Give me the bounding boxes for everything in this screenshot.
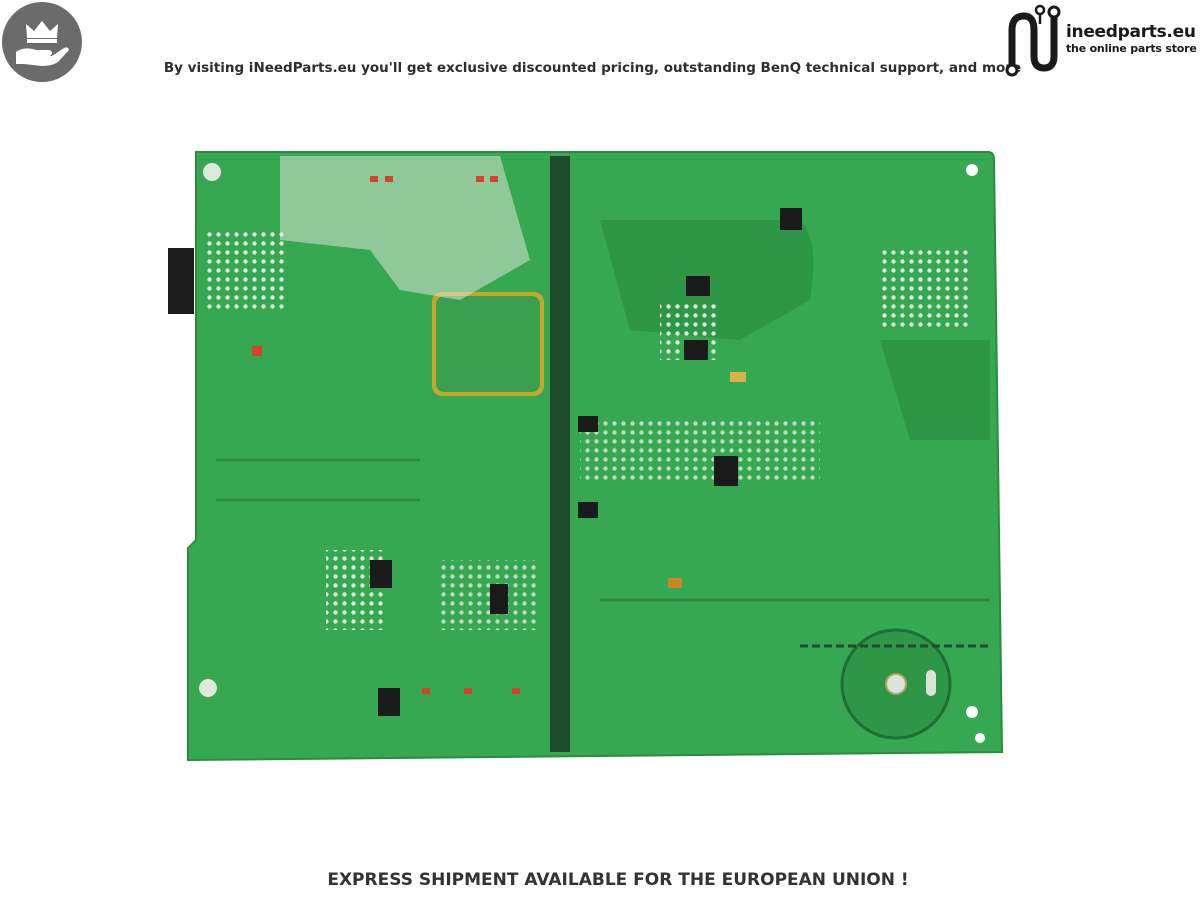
crown-hand-badge (2, 2, 82, 82)
brand-logo[interactable]: ineedparts.eu the online parts store (1000, 2, 1198, 78)
logo-subtitle: the online parts store (1066, 42, 1197, 55)
ic-chip (578, 502, 598, 518)
ic-chip (378, 688, 400, 716)
pad-field-right (880, 250, 970, 330)
copper-pour-top (280, 156, 530, 300)
ic-chip (490, 584, 508, 614)
pad-field-left (204, 232, 284, 312)
ic-chip (686, 276, 710, 296)
logo-name: ineedparts.eu (1066, 22, 1196, 42)
pad-field-center (580, 420, 820, 480)
shipping-notice: EXPRESS SHIPMENT AVAILABLE FOR THE EUROP… (327, 870, 909, 890)
crown-on-hand-icon (16, 21, 69, 66)
ic-chip (780, 208, 802, 230)
n-circuit-logo-icon (1005, 4, 1061, 77)
ic-chip (578, 416, 598, 432)
ic-chip (684, 340, 708, 360)
ic-chip (370, 560, 392, 588)
isolation-slot (550, 156, 570, 752)
board-connector (168, 248, 194, 314)
ic-chip (714, 456, 738, 486)
trace-region-corner (880, 340, 990, 440)
transformer-core (436, 296, 540, 392)
promo-tagline: By visiting iNeedParts.eu you'll get exc… (163, 60, 1022, 76)
pcb-power-board-photo (160, 140, 1020, 780)
